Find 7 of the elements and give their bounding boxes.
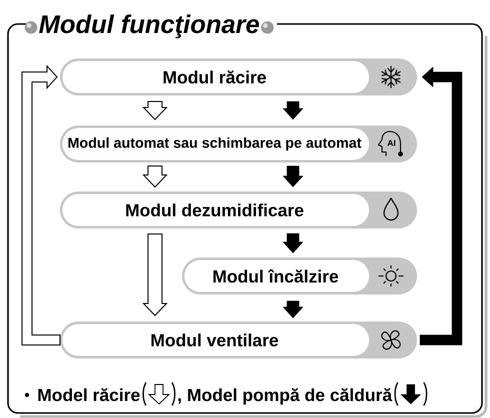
pill-box: Modul răcire: [60, 58, 417, 96]
title: Modul funcţionare: [39, 14, 259, 38]
pill-box: Modul dezumidificare: [60, 192, 417, 228]
legend-text: , Model pompă de căldură: [178, 388, 392, 405]
legend-text: Model răcire: [38, 388, 140, 402]
pill-box: Modul ventilare: [60, 322, 417, 358]
pill-box: Modul încălzire: [182, 258, 417, 294]
